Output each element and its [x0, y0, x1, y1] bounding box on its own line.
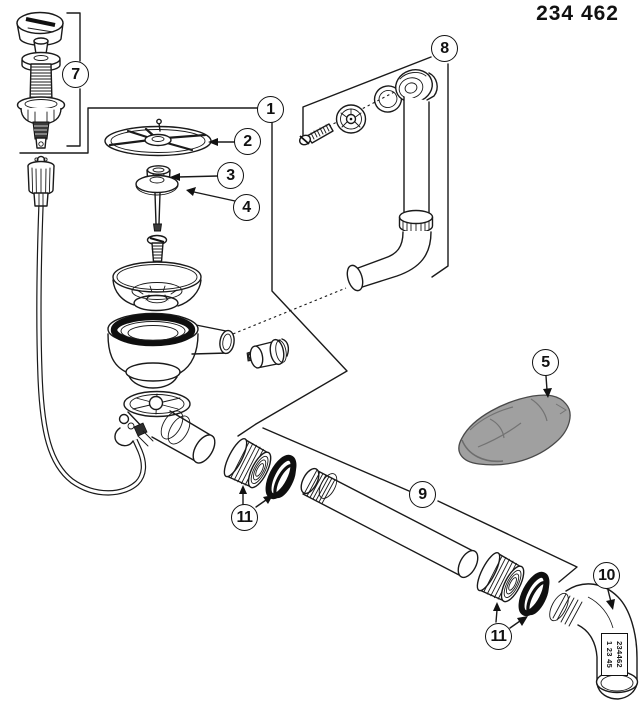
actuator-lever	[114, 411, 154, 447]
part5-sealing-compound	[458, 394, 571, 466]
callout-11a[interactable]: 11	[231, 504, 258, 531]
overflow-pipe	[346, 96, 434, 292]
part9-extension-pipe	[300, 467, 479, 579]
part11-union-nut	[223, 438, 272, 490]
elbow-part-label: 234462 1 23 45	[601, 633, 628, 676]
callout-7[interactable]: 7	[62, 61, 89, 88]
callout-arrows	[170, 138, 615, 629]
part4-stopper	[135, 174, 179, 232]
part8-overflow-assembly	[298, 69, 438, 292]
part2-cover-disc	[104, 118, 212, 157]
document-number: 234 462	[536, 2, 619, 25]
part7-remote-control-knob	[16, 11, 66, 149]
callout-1[interactable]: 1	[257, 96, 284, 123]
callout-8[interactable]: 8	[431, 35, 458, 62]
callout-5[interactable]: 5	[532, 349, 559, 376]
overflow-rosette	[335, 104, 367, 134]
callout-11b[interactable]: 11	[485, 623, 512, 650]
callout-4[interactable]: 4	[233, 194, 260, 221]
elbow-part-label-line1: 234462	[614, 641, 624, 668]
cable-knurled-connector	[27, 155, 55, 207]
small-cylinder-fitting	[246, 338, 290, 369]
tailpiece-actuator-assembly	[114, 390, 216, 464]
drain-body	[107, 312, 235, 389]
assembly-axis-drainbody	[227, 287, 347, 337]
elbow-part-label-line2: 1 23 45	[605, 640, 615, 669]
callout-9[interactable]: 9	[409, 481, 436, 508]
control-cable	[27, 155, 147, 496]
strainer-basket	[112, 261, 202, 312]
callout-3[interactable]: 3	[217, 162, 244, 189]
callout-2[interactable]: 2	[234, 128, 261, 155]
overflow-screw	[298, 123, 334, 146]
bracket-lines	[19, 12, 578, 583]
callout-10[interactable]: 10	[593, 562, 620, 589]
